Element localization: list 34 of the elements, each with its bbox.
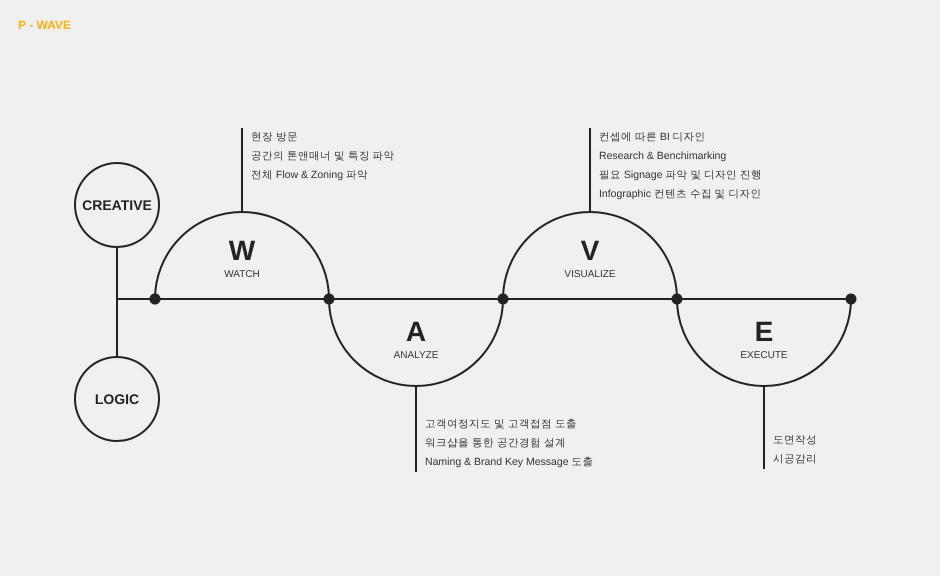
- leader-line: [589, 128, 591, 212]
- list-item-text: 컨셉에 따른 BI 디자인: [599, 130, 706, 145]
- leader-line: [241, 128, 243, 212]
- list-item-text: 현장 방문: [251, 130, 298, 145]
- letter-heading: W: [228, 236, 256, 266]
- list-item-text: Infographic 컨텐츠 수집 및 디자인: [599, 187, 762, 202]
- list-item-text: Naming & Brand Key Message 도출: [425, 455, 594, 470]
- list-item-text: 공간의 톤앤매너 및 특징 파악: [251, 149, 395, 164]
- list-item-text: 시공감리: [773, 452, 817, 467]
- connector-line: [116, 294, 160, 356]
- node-label: CREATIVE: [82, 197, 152, 213]
- stage-label: WATCH: [223, 269, 261, 281]
- stage-label: VISUALIZE: [563, 269, 617, 281]
- semicircle-node: [503, 212, 677, 299]
- semicircle-node: [329, 299, 503, 386]
- circle-node: [74, 356, 160, 442]
- node-label: LOGIC: [94, 391, 140, 407]
- letter-heading: V: [580, 236, 600, 266]
- stage-label: EXECUTE: [739, 350, 789, 362]
- semicircle-node: [677, 299, 851, 386]
- letter-heading: A: [404, 317, 428, 347]
- list-item-text: 도면작성: [773, 433, 817, 448]
- list-item-text: 필요 Signage 파악 및 디자인 진행: [599, 168, 762, 183]
- leader-line: [763, 386, 765, 469]
- circle-node: [74, 162, 160, 248]
- title: P - WAVE: [18, 18, 71, 32]
- list-item-text: 고객여정지도 및 고객접점 도출: [425, 417, 577, 432]
- letter-heading: E: [754, 317, 774, 347]
- list-item-text: Research & Benchimarking: [599, 149, 726, 164]
- leader-line: [415, 386, 417, 472]
- list-item-text: 전체 Flow & Zoning 파악: [251, 168, 368, 183]
- list-item-text: 워크샵을 통한 공간경험 설계: [425, 436, 566, 451]
- semicircle-node: [155, 212, 329, 299]
- stage-label: ANALYZE: [392, 350, 440, 362]
